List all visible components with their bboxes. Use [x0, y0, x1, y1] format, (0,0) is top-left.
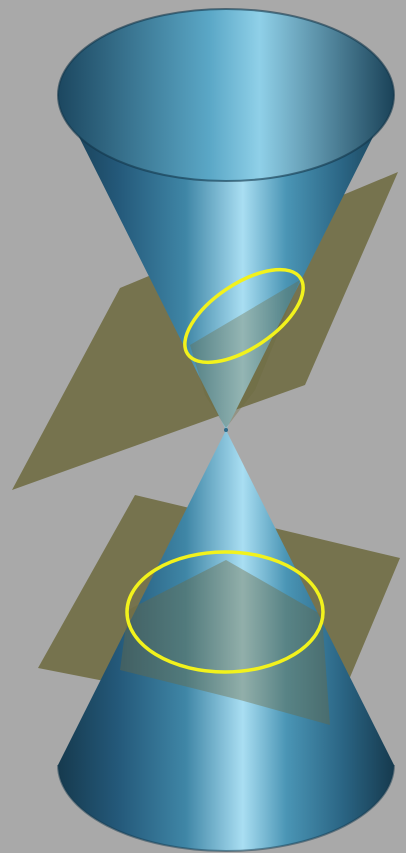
upper-cone-opening — [58, 9, 394, 181]
upper-ellipse-section — [183, 267, 305, 365]
lower-ellipse-section — [125, 550, 325, 674]
lower-nappe — [57, 430, 395, 852]
cone-vertex — [224, 428, 228, 432]
